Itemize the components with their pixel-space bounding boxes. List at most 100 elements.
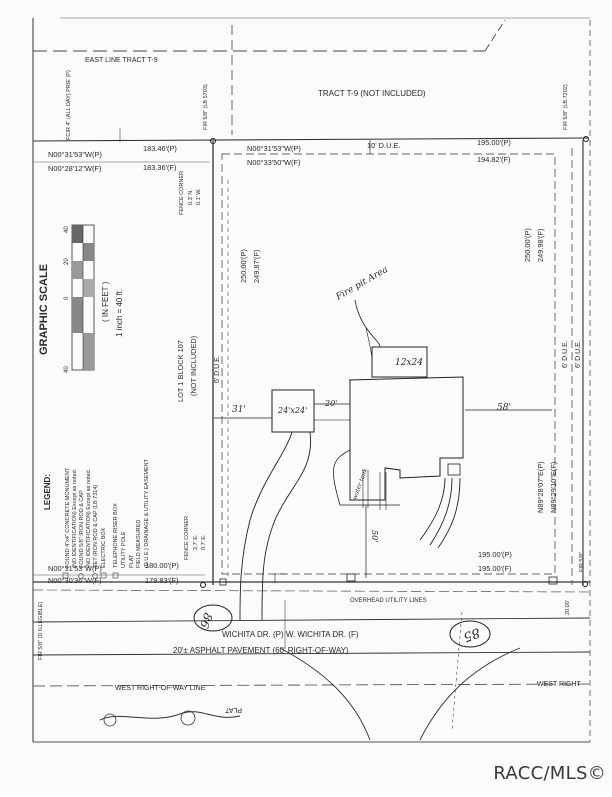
handwritten-house-86: 86 [197,611,216,630]
scale-in-feet: ( IN FEET ) [101,281,110,322]
survey-south-dist-left-p: 180.00'(P) [145,561,179,570]
shed-12x24 [371,346,428,378]
survey-fence-corner-bot-2: 2.7' E. [193,534,199,550]
survey-fir-bottom-left: FIR 5/8" (D ILLEGIBLE) [38,602,44,660]
survey-fir-bottom-right: FIR 5/8" [579,552,585,572]
survey-fence-corner-bot: FENCE CORNER [184,516,190,560]
legend-items-10: (D.U.E.) DRAINAGE & UTILITY EASEMENT [144,458,150,568]
utility-pole-marker [548,576,558,585]
monument-marker-bottom-left [219,578,227,586]
survey-fir-top-left: FIR 5/8" (LB 5703) [203,84,209,130]
fir-marker-top-left [210,138,216,144]
corner-markers [200,136,589,588]
scale-ticks-3: 40 [64,366,70,373]
graphic-scale: GRAPHIC SCALE ( IN FEET ) 1 inch = 40 ft… [38,224,124,373]
survey-fence-corner-bot-3: 0.7' E. [201,534,207,550]
handwritten-water-tank: water tank [351,467,369,501]
south-left-dims: N00°31'53"W(P) N00°30'36"W(F) 180.00'(P)… [33,552,585,660]
legend-items-7: UTILITY POLE [121,531,127,568]
legend-items-6: TELEPHONE RISER BOX [113,503,119,568]
garage [271,389,315,433]
survey-fcir-top: FCIR 4" (ALL DAY) PRIE (P) [66,70,72,140]
survey-north-brg-left-p: N00°31'53"W(P) [48,150,102,159]
house-number-85: 85 [449,620,491,648]
handwritten-dim-58: 58' [497,403,511,413]
survey-west-row-2: WEST RIGHT [537,681,582,688]
survey-east-due-2: 6' D.U.E. [575,340,582,368]
legend-items-1: (NO IDENTIFICATION) Except as noted. [72,468,78,568]
scale-ticks-2: 0 [64,296,70,300]
survey-north-dist-left-f: 183.36'(F) [143,163,176,172]
survey-north-dist-f: 194.82'(F) [477,155,510,164]
survey-west-dist-f: 249.87'(F) [252,250,261,283]
legend-items-2: FOUND 5/8" IRON ROD & CAP [79,490,85,568]
survey-fence-corner-top: FENCE CORNER [179,171,185,215]
overhead-lines-label: OVERHEAD UTILITY LINES [350,598,427,604]
survey-south-brg-f: N00°30'36"W(F) [48,576,101,585]
legend-items-4: SET IRON ROD & CAP (LB 7314) [93,485,99,568]
east-line-label: EAST LINE TRACT T-9 [85,57,158,64]
survey-north-dist-left-p: 183.46'(P) [143,144,177,153]
main-house [348,376,464,501]
survey-east-dist-p: 250.00'(P) [523,228,532,262]
mls-watermark: RACC/MLS© [493,763,606,784]
legend-title: LEGEND: [43,474,52,510]
survey-plat: PLAT [224,706,242,713]
scale-ratio: 1 inch = 40 ft. [115,289,124,337]
handwritten-house-85: 85 [461,624,482,644]
survey-east-brg-f: N89°29'10"E(F) [549,462,558,513]
survey-west-due: 6' D.U.E. [214,355,221,383]
survey-east-due-1: 6' D.U.E. [562,340,569,368]
side-dims: 250.00'(P) 249.87'(F) 250.00'(P) 249.98'… [214,228,582,513]
survey-north-due: 10' D.U.E. [367,141,400,150]
tract-t9-label: TRACT T-9 (NOT INCLUDED) [318,89,426,98]
survey-fence-corner-top-2: 0.3' N. [188,189,194,205]
septic-box [447,463,461,476]
legend: LEGEND: FOUND 4"x4" CONCRETE MONUMENT (N… [43,458,150,579]
legend-items-3: (NO IDENTIFICATION) Except as noted. [86,468,92,568]
survey-north-brg-f: N00°33'50"W(F) [247,158,300,167]
handwritten-garage: 24'x24' [277,406,307,415]
legend-items-5: ELECTRIC BOX [101,527,107,568]
plat-symbol: PLAT [99,706,242,727]
survey-south-dist-p: 195.00'(P) [478,550,512,559]
handwritten-dim-31: 31' [232,405,246,415]
legend-items-8: PLAT [129,554,135,568]
survey-south-dist-f: 195.00'(F) [478,564,511,573]
north-left-dims: N00°31'53"W(P) N00°28'12"W(F) 183.46'(P)… [33,144,210,173]
survey-north-dist-p: 195.00'(P) [477,138,511,147]
survey-east-dist-f: 249.98'(F) [536,229,545,262]
survey-right-small: 20.00' [565,600,571,615]
survey-east-brg-p: N89°28'07"E(P) [536,461,545,513]
buildings [214,299,552,621]
handwritten-dim-50: 50' [370,530,379,542]
pin-marker-left [200,582,206,588]
survey-south-brg-p: N00°31'53"W(P) [48,564,102,573]
fir-marker-top-right [583,136,589,142]
north-line-dims: N00°31'53"W(P) N00°33'50"W(F) 10' D.U.E.… [247,138,511,167]
survey-west-dist-p: 250.00'(P) [239,249,248,283]
sheet-border [32,17,591,743]
survey-north-brg-p: N00°31'53"W(P) [247,144,301,153]
scale-ticks-1: 20 [64,258,70,265]
handwritten-dim-20: 20' [324,399,337,408]
property-boundary [32,137,590,585]
scale-ticks-0: 40 [64,226,70,233]
survey-north-brg-left-f: N00°28'12"W(F) [48,164,101,173]
fir-marker-bottom-right [582,581,588,587]
handwritten-shed: 12x24 [395,358,423,368]
electric-box-marker [346,573,356,582]
legend-items-9: FIELD MEASURED [136,520,142,568]
survey-south-dist-left-f: 179.83'(F) [145,576,178,585]
survey-fence-corner-top-3: 0.1' W. [196,188,202,205]
survey-road-name: WICHITA DR. (P) W. WICHITA DR. (F) [222,630,359,639]
handwritten-fire-pit: Fire pit Area [334,265,390,303]
lot-label-2: (NOT INCLUDED) [189,336,198,396]
scale-title: GRAPHIC SCALE [38,264,50,355]
house-number-86: 86 [193,604,233,632]
east-line-tract: EAST LINE TRACT T-9 [33,19,506,64]
lot-label: LOT 1 BLOCK 107 [176,340,185,402]
survey-fir-top-right: FIR 5/8" (LB 7202) [563,84,569,130]
